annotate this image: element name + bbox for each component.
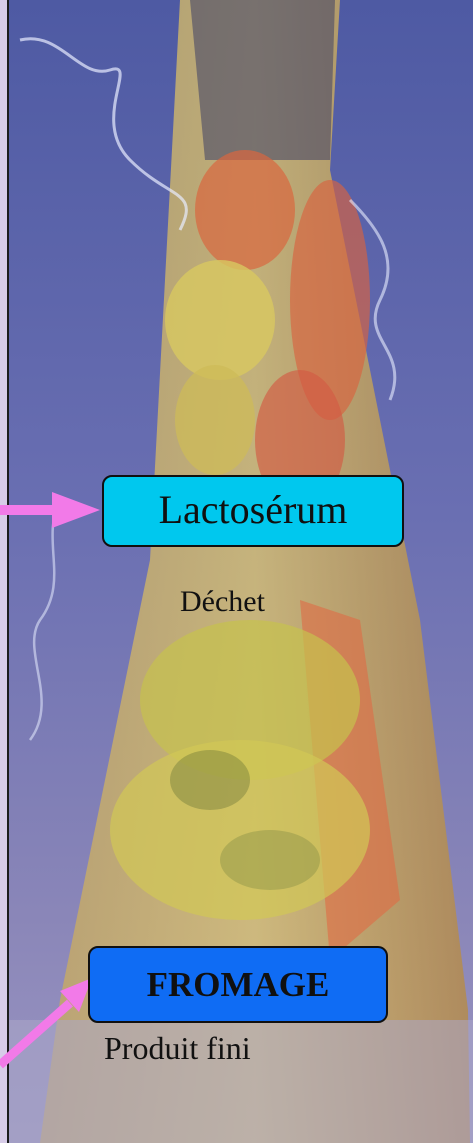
arrow-to-lactoserum [0, 492, 100, 528]
dechet-label: Déchet [180, 585, 265, 619]
fromage-box: FROMAGE [88, 946, 388, 1023]
arrow-to-fromage [0, 978, 92, 1065]
produit-fini-label: Produit fini [104, 1030, 251, 1067]
lactoserum-box: Lactosérum [102, 475, 404, 547]
